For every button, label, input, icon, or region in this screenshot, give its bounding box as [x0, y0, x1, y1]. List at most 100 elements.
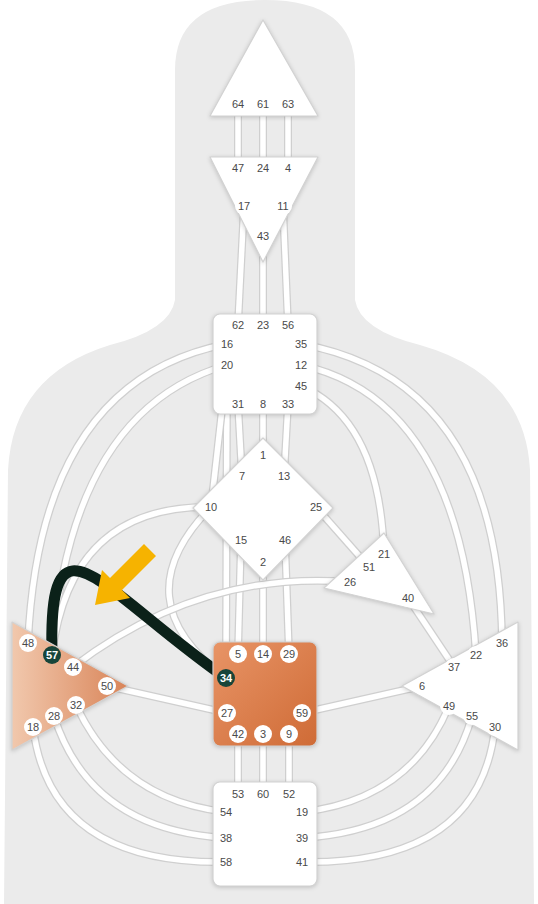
gate-number: 62 — [229, 316, 247, 334]
gate-number: 13 — [275, 467, 293, 485]
channel-line — [283, 206, 288, 325]
gate-number: 50 — [98, 677, 116, 695]
gate-number: 31 — [229, 395, 247, 413]
channel-outline — [302, 727, 495, 862]
gate-number: 3 — [254, 725, 272, 743]
gate-number: 7 — [233, 467, 251, 485]
center-shape — [12, 622, 128, 750]
gate-number: 26 — [341, 573, 359, 591]
open-channel — [302, 727, 495, 862]
channel-line — [107, 686, 227, 713]
center-shape — [193, 438, 333, 580]
center-shape — [210, 157, 318, 262]
gate-number: 4 — [279, 159, 297, 177]
gate-number: 1 — [254, 446, 272, 464]
center-outline — [320, 530, 438, 618]
energy-center: 514293427594239 — [211, 640, 319, 748]
gate-number: 56 — [279, 316, 297, 334]
gate-number: 28 — [45, 707, 63, 725]
gate-number: 35 — [292, 335, 310, 353]
center-shape — [213, 314, 317, 414]
gate-number: 42 — [229, 725, 247, 743]
gate-number: 57 — [43, 646, 61, 664]
center-shape — [213, 642, 317, 746]
energy-center: 36 2237 6 49 55 30 — [400, 620, 522, 752]
gate-number: 23 — [254, 316, 272, 334]
center-shape — [213, 782, 317, 886]
energy-center: 17 13 10 25 15 462 — [190, 435, 336, 583]
defined-channel — [52, 571, 226, 678]
gate-number: 45 — [292, 377, 310, 395]
gate-number: 16 — [218, 335, 236, 353]
gate-number: 54 — [217, 803, 235, 821]
gate-number: 61 — [254, 95, 272, 113]
channel-line — [76, 705, 226, 812]
channel-line — [52, 571, 226, 678]
gate-number: 40 — [399, 589, 417, 607]
gate-number: 22 — [467, 646, 485, 664]
gate-number: 48 — [19, 634, 37, 652]
gate-number: 25 — [307, 498, 325, 516]
gate-number: 49 — [440, 697, 458, 715]
gate-number: 36 — [493, 634, 511, 652]
gate-number: 64 — [229, 95, 247, 113]
body-outline — [4, 0, 534, 904]
center-shape — [210, 20, 318, 116]
gate-number: 2 — [254, 553, 272, 571]
gate-number: 29 — [280, 645, 298, 663]
channel-line — [302, 686, 422, 713]
channel-outline — [302, 686, 422, 713]
gate-number: 44 — [64, 658, 82, 676]
gate-number: 6 — [413, 677, 431, 695]
gate-number: 38 — [217, 829, 235, 847]
gate-number: 51 — [360, 558, 378, 576]
gate-number: 46 — [276, 531, 294, 549]
gate-number: 12 — [292, 356, 310, 374]
energy-center: 47244171143 — [206, 153, 322, 265]
open-channel — [283, 206, 288, 325]
gate-number: 34 — [217, 669, 235, 687]
gate-number: 9 — [280, 725, 298, 743]
channel-line — [33, 727, 226, 862]
gate-number: 43 — [254, 227, 272, 245]
channel-outline — [33, 727, 226, 862]
gate-number: 41 — [293, 853, 311, 871]
gate-number: 27 — [218, 704, 236, 722]
gate-number: 15 — [232, 531, 250, 549]
pointer-arrow — [95, 544, 156, 605]
gate-number: 55 — [463, 707, 481, 725]
gate-number: 33 — [279, 395, 297, 413]
gate-number: 20 — [218, 356, 236, 374]
gate-number: 5 — [229, 645, 247, 663]
channel-outline — [76, 705, 226, 812]
channel-outline — [283, 206, 288, 325]
gate-number: 59 — [293, 704, 311, 722]
gate-number: 10 — [202, 498, 220, 516]
center-shape — [402, 622, 518, 750]
energy-center: 62 23 56 16 35 20 12 45 31 8 33 — [211, 311, 319, 417]
gate-number: 21 — [375, 545, 393, 563]
channel-line — [302, 727, 495, 862]
gate-number: 18 — [24, 718, 42, 736]
gate-number: 63 — [279, 95, 297, 113]
gate-number: 52 — [280, 785, 298, 803]
open-channel — [302, 686, 422, 713]
gate-number: 58 — [217, 853, 235, 871]
gate-number: 32 — [67, 696, 85, 714]
gate-number: 53 — [229, 785, 247, 803]
gate-number: 24 — [254, 159, 272, 177]
gate-number: 8 — [254, 395, 272, 413]
open-channel — [76, 705, 226, 812]
gate-number: 37 — [445, 658, 463, 676]
energy-center: 64 61 63 — [206, 16, 322, 120]
gate-number: 30 — [486, 718, 504, 736]
center-shape — [324, 533, 434, 614]
energy-center: 536052541938395841 — [211, 780, 319, 888]
channel-outline — [107, 686, 227, 713]
energy-center: 215126 40 — [320, 530, 438, 618]
gate-number: 11 — [274, 197, 292, 215]
open-channel — [107, 686, 227, 713]
gate-number: 60 — [254, 785, 272, 803]
gate-number: 19 — [293, 803, 311, 821]
open-channel — [33, 727, 226, 862]
